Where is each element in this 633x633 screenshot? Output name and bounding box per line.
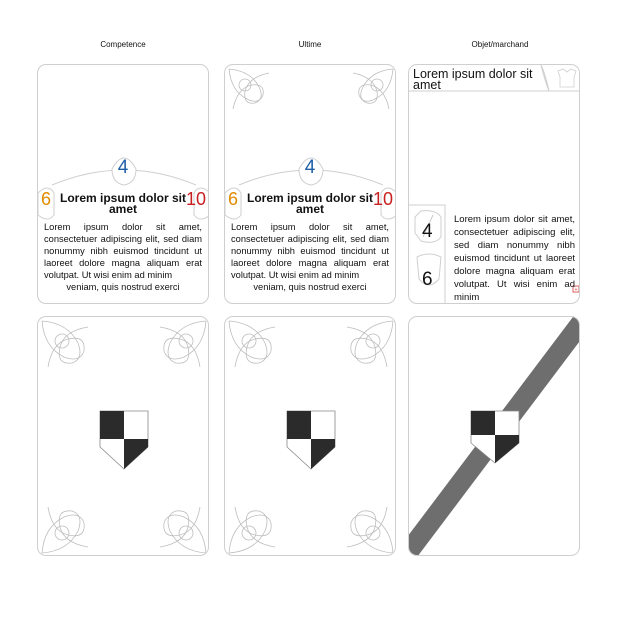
armor-icon: [557, 68, 577, 88]
card-body-last-line: veniam, quis nostrud exerci: [253, 282, 367, 292]
celtic-knot-icon: [41, 320, 89, 368]
checkered-shield-icon: [470, 410, 520, 464]
defense-value: 6: [422, 269, 433, 290]
celtic-knot-icon: [159, 320, 207, 368]
celtic-knot-icon: [159, 506, 207, 554]
shield-outline-icon: [416, 253, 442, 286]
left-value: 6: [228, 189, 239, 209]
card-frame-knots: [225, 68, 395, 220]
column-title-objet: Objet/marchand: [471, 40, 529, 49]
ultime-card-back[interactable]: [224, 316, 396, 556]
card-body: Lorem ipsum dolor sit amet, consectetuer…: [44, 221, 202, 303]
card-back-art: [41, 320, 207, 554]
item-card-front[interactable]: + Lorem ipsum dolor sit amet 4 6 Lorem i…: [408, 64, 580, 304]
item-title: Lorem ipsum dolor sit amet: [413, 67, 533, 92]
celtic-knot-icon: [228, 506, 276, 554]
center-value: 4: [117, 157, 129, 178]
right-value: 10: [185, 189, 206, 209]
card-body-text: Lorem ipsum dolor sit amet, consectetuer…: [44, 222, 202, 280]
celtic-knot-icon: [228, 68, 270, 110]
celtic-knot-icon: [41, 506, 89, 554]
checkered-shield-icon: [286, 410, 336, 470]
ultime-card-front[interactable]: 4 6 10 Lorem ipsum dolor sit amet Lorem …: [224, 64, 396, 304]
column-title-ultime: Ultime: [298, 40, 322, 49]
item-card-frame: +: [409, 65, 579, 303]
corner-mark-icon: [572, 285, 579, 293]
competence-card-back[interactable]: [37, 316, 209, 556]
card-body: Lorem ipsum dolor sit amet, consectetuer…: [231, 221, 389, 303]
attack-value: 4: [422, 221, 433, 242]
celtic-knot-icon: [228, 320, 276, 368]
card-body-last-line: veniam, quis nostrud exerci: [66, 282, 180, 292]
celtic-knot-icon: [346, 506, 394, 554]
card-back-art: [409, 317, 579, 555]
item-body: Lorem ipsum dolor sit amet, consectetuer…: [454, 214, 575, 303]
center-value: 4: [304, 157, 316, 178]
right-value: 10: [372, 189, 393, 209]
item-card-back[interactable]: [408, 316, 580, 556]
column-title-competence: Competence: [100, 40, 146, 49]
left-value: 6: [41, 189, 52, 209]
sword-icon: [422, 214, 434, 238]
checkered-shield-icon: [99, 410, 149, 470]
competence-card-front[interactable]: 4 6 10 Lorem ipsum dolor sit amet Lorem …: [37, 64, 209, 304]
svg-text:+: +: [575, 287, 578, 293]
celtic-knot-icon: [346, 320, 394, 368]
celtic-knot-icon: [352, 68, 394, 110]
card-title: Lorem ipsum dolor sit amet: [246, 191, 373, 216]
card-title: Lorem ipsum dolor sit amet: [59, 191, 186, 216]
card-back-art: [228, 320, 394, 554]
card-arch-frame: [38, 157, 208, 220]
card-body-text: Lorem ipsum dolor sit amet, consectetuer…: [231, 222, 389, 280]
